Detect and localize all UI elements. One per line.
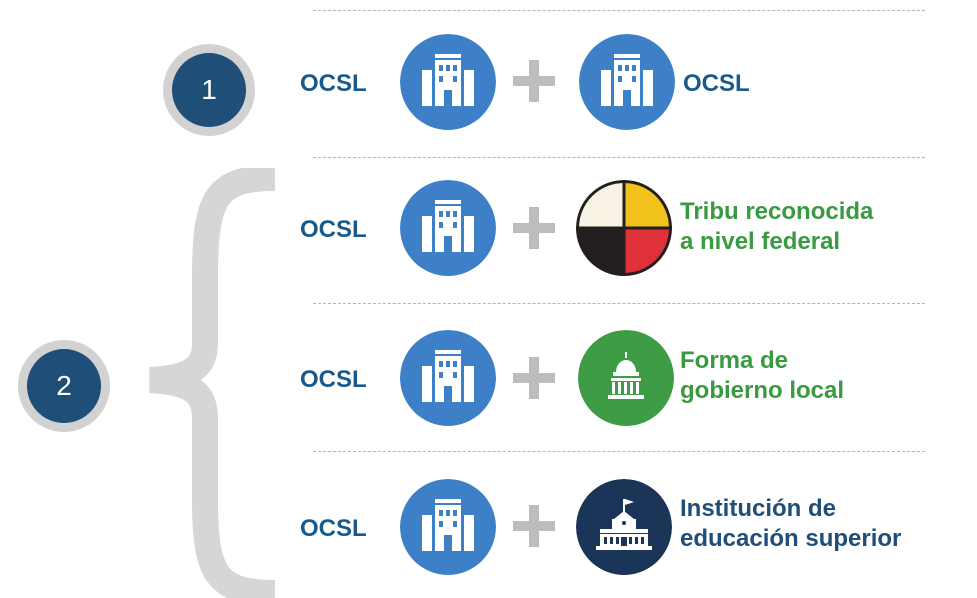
ocsl-label: OCSL <box>683 70 750 97</box>
medicine-wheel-icon <box>576 180 672 276</box>
plus-icon <box>513 60 555 102</box>
option-number: 1 <box>172 53 246 127</box>
school-building-icon <box>400 180 496 276</box>
curly-brace <box>149 168 276 598</box>
option-number-badge: 1 <box>163 44 255 136</box>
ocsl-label: OCSL <box>300 515 367 542</box>
partner-label: Institución de educación superior <box>680 494 901 554</box>
school-building-icon <box>579 34 675 130</box>
partner-label-line: Institución de <box>680 495 836 522</box>
partner-label-line: Tribu reconocida <box>680 198 874 225</box>
partner-label-line: gobierno local <box>680 377 845 404</box>
option-number-badge: 2 <box>18 340 110 432</box>
divider <box>313 303 925 304</box>
plus-icon <box>513 207 555 249</box>
ocsl-label: OCSL <box>300 216 367 243</box>
school-building-icon <box>400 34 496 130</box>
plus-icon <box>513 505 555 547</box>
ocsl-label: OCSL <box>300 366 367 393</box>
partner-label-line: educación superior <box>680 525 902 552</box>
divider <box>313 157 925 158</box>
university-building-icon <box>576 479 672 575</box>
partner-label-line: a nivel federal <box>680 228 841 255</box>
partner-label: Forma de gobierno local <box>680 346 844 406</box>
partner-label-line: Forma de <box>680 347 789 374</box>
school-building-icon <box>400 330 496 426</box>
partner-label: Tribu reconocida a nivel federal <box>680 197 873 257</box>
divider <box>313 10 925 11</box>
ocsl-label: OCSL <box>300 70 367 97</box>
plus-icon <box>513 357 555 399</box>
school-building-icon <box>400 479 496 575</box>
capitol-building-icon <box>578 330 674 426</box>
option-number: 2 <box>27 349 101 423</box>
divider <box>313 451 925 452</box>
